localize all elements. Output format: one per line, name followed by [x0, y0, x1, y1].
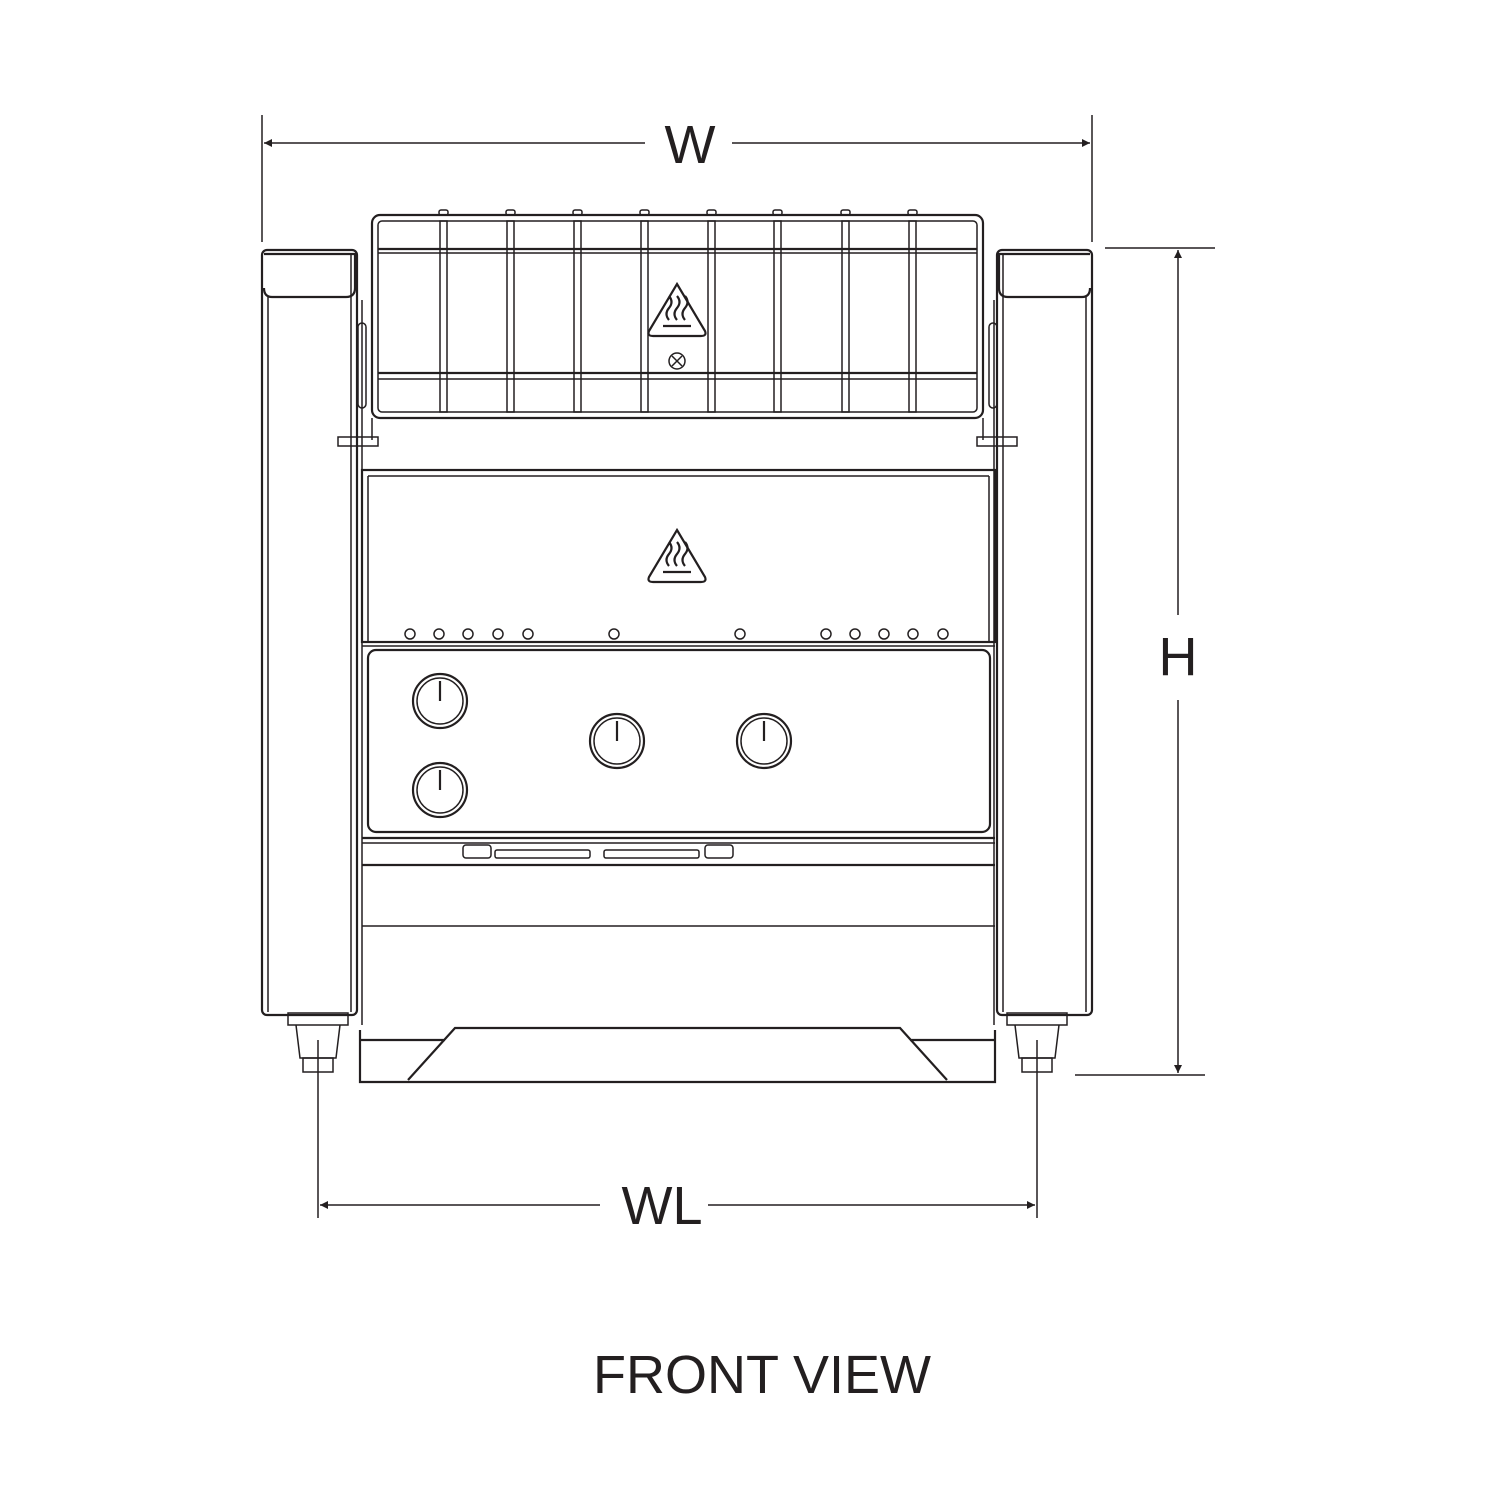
drip-tray: [358, 1026, 997, 1084]
control-knob-icon[interactable]: [735, 712, 793, 770]
view-caption: FRONT VIEW: [593, 1345, 931, 1405]
leg-width-dimension: WL: [317, 1040, 1038, 1236]
hot-surface-warning-icon: [647, 282, 707, 338]
upper-front-panel: [360, 468, 997, 647]
wire-basket: [337, 209, 1018, 447]
lower-body: [362, 863, 995, 927]
left-side-column: [260, 248, 363, 1025]
width-dimension: W: [261, 115, 1093, 242]
control-knob-icon[interactable]: [411, 672, 469, 730]
door-hinges: [462, 844, 734, 859]
hot-surface-warning-icon: [647, 528, 707, 584]
height-label: H: [1159, 627, 1198, 687]
screw-icon: [668, 352, 686, 370]
control-panel: [362, 648, 995, 844]
leg-width-label: WL: [622, 1176, 703, 1236]
control-knob-icon[interactable]: [588, 712, 646, 770]
height-dimension: H: [1075, 247, 1215, 1076]
control-knob-icon[interactable]: [411, 761, 469, 819]
width-label: W: [665, 115, 716, 175]
right-side-column: [993, 248, 1094, 1025]
